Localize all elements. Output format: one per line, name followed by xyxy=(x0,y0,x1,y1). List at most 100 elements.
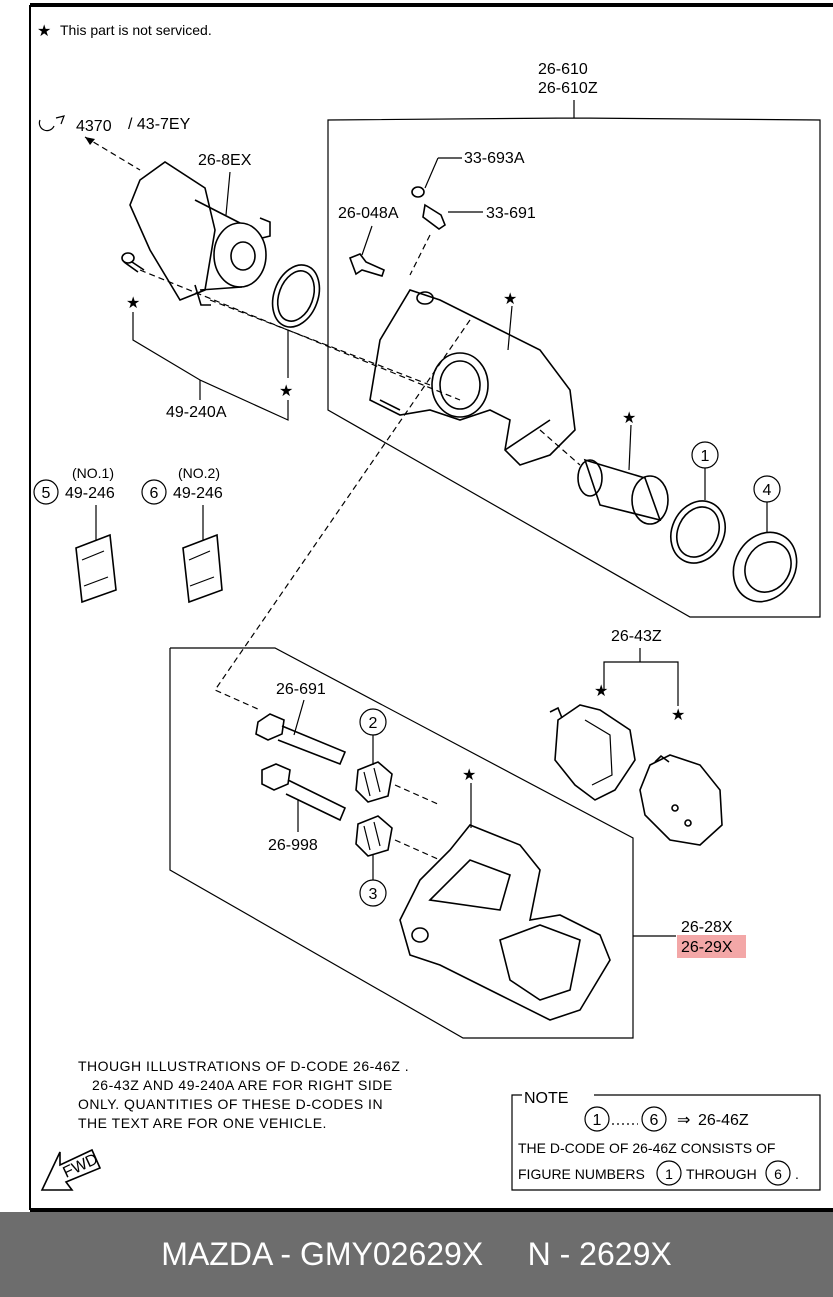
callout-5-number: 5 xyxy=(42,485,51,502)
star-icon: ★ xyxy=(462,767,476,784)
label-49-246-b: 49-246 xyxy=(173,485,223,502)
brake-motor-icon xyxy=(129,161,271,306)
ref-leader xyxy=(84,136,141,171)
ref-sub: / 43-7EY xyxy=(128,116,191,133)
align-line-4 xyxy=(214,319,471,711)
label-26-610: 26-610 xyxy=(538,61,588,78)
piston-icon xyxy=(577,458,669,525)
note-code: 26-46Z xyxy=(698,1112,749,1129)
label-49-246-a: 49-246 xyxy=(65,485,115,502)
ref-icon xyxy=(38,115,65,132)
guide-pin-lower-icon xyxy=(261,763,347,822)
note-body-n1: 1 xyxy=(665,1166,673,1182)
leader-caliper xyxy=(507,305,513,351)
note-body-2b: THROUGH xyxy=(686,1166,757,1182)
leader-33-693A-b xyxy=(424,157,439,189)
callout-1-number: 1 xyxy=(701,448,710,465)
footer-part-number: MAZDA - GMY02629X xyxy=(161,1236,484,1272)
guide-pin-upper-icon xyxy=(255,713,347,766)
leader-26-691 xyxy=(293,699,305,736)
label-26-28X: 26-28X xyxy=(681,919,733,936)
disclaimer-line-1: THOUGH ILLUSTRATIONS OF D-CODE 26-46Z . xyxy=(78,1058,409,1074)
piston-seal-icon xyxy=(670,500,726,564)
dust-boot-inner xyxy=(744,541,792,593)
o-ring-icon xyxy=(271,264,321,328)
caliper-bolt-icon xyxy=(348,253,385,277)
note-body-n6: 6 xyxy=(774,1166,782,1182)
label-26-29X: 26-29X xyxy=(681,939,733,956)
note-circle-from xyxy=(584,1106,610,1132)
align-line-3 xyxy=(409,234,431,276)
align-line-1 xyxy=(139,269,461,401)
footer-bar: MAZDA - GMY02629X N - 2629X xyxy=(0,1212,833,1297)
shim-no2-icon xyxy=(182,533,223,604)
note-box: NOTE 1 6 ⇒ 26-46Z THE D-CODE OF 26-46Z C… xyxy=(511,1090,821,1191)
callout-4-number: 4 xyxy=(763,482,772,499)
align-line-5 xyxy=(539,429,581,466)
note-body-2c: . xyxy=(795,1166,799,1182)
parts-diagram: ★ This part is not serviced. 4370 / 43-7… xyxy=(29,3,833,1212)
callout-5: 5 xyxy=(33,479,59,505)
label-26-691: 26-691 xyxy=(276,681,326,698)
note-body-circle-1 xyxy=(656,1160,682,1186)
note-range-to: 6 xyxy=(650,1112,659,1129)
dust-boot-icon xyxy=(732,531,798,603)
footer-reference: N - 2629X xyxy=(527,1236,672,1272)
label-33-691: 33-691 xyxy=(486,205,536,222)
note-body-1: THE D-CODE OF 26-46Z CONSISTS OF xyxy=(518,1140,775,1156)
brake-pad-inner-icon xyxy=(549,704,636,801)
leader-piston xyxy=(628,424,632,471)
caliper-body-icon xyxy=(369,289,576,466)
note-circle-to xyxy=(641,1106,667,1132)
o-ring-inner xyxy=(276,270,316,322)
callout-3-number: 3 xyxy=(369,886,378,903)
header-note: This part is not serviced. xyxy=(60,22,212,38)
callout-4: 4 xyxy=(753,475,781,503)
label-26-610Z: 26-610Z xyxy=(538,80,598,97)
callout-3: 3 xyxy=(359,879,387,907)
callout-6: 6 xyxy=(141,479,167,505)
leader-26-048A xyxy=(361,225,373,256)
note-range-from: 1 xyxy=(593,1112,602,1129)
label-26-998: 26-998 xyxy=(268,837,318,854)
label-no1: (NO.1) xyxy=(72,465,114,481)
caliper-support-icon xyxy=(399,824,611,1021)
star-icon: ★ xyxy=(671,707,685,724)
footer-spacer xyxy=(483,1236,527,1273)
label-26-43Z: 26-43Z xyxy=(611,628,662,645)
disclaimer-line-3: ONLY. QUANTITIES OF THESE D-CODES IN xyxy=(78,1096,383,1112)
label-26-048A: 26-048A xyxy=(338,205,399,222)
star-icon: ★ xyxy=(622,410,636,427)
bleeder-screw-icon xyxy=(422,203,446,230)
align-line-6 xyxy=(394,784,441,861)
brake-pad-outer-icon xyxy=(639,754,723,846)
callout-6-number: 6 xyxy=(150,485,159,502)
callout-2-number: 2 xyxy=(369,715,378,732)
bleeder-cap-icon xyxy=(411,186,425,198)
pin-boot-lower-icon xyxy=(355,815,393,857)
bracket-26-43Z xyxy=(603,661,679,706)
star-icon: ★ xyxy=(279,383,293,400)
note-body-circle-6 xyxy=(765,1160,791,1186)
ref-arrow-icon xyxy=(85,137,95,145)
callout-2: 2 xyxy=(359,708,387,736)
caliper-support-group-box xyxy=(169,647,634,1039)
highlight-box xyxy=(677,935,746,958)
label-no2: (NO.2) xyxy=(178,465,220,481)
motor-bolt-icon xyxy=(121,252,145,273)
note-title: NOTE xyxy=(524,1090,568,1107)
ref-main: 4370 xyxy=(76,118,112,135)
label-26-8EX: 26-8EX xyxy=(198,152,252,169)
label-49-240A: 49-240A xyxy=(166,404,227,421)
leader-26-8EX xyxy=(225,171,231,216)
piston-seal-inner xyxy=(676,506,720,558)
note-arrow: ⇒ xyxy=(677,1112,690,1129)
disclaimer-line-2: 26-43Z AND 49-240A ARE FOR RIGHT SIDE xyxy=(92,1077,393,1093)
star-icon: ★ xyxy=(126,295,140,312)
label-33-693A: 33-693A xyxy=(464,150,525,167)
star-icon: ★ xyxy=(594,683,608,700)
note-body-2a: FIGURE NUMBERS xyxy=(518,1166,645,1182)
star-icon: ★ xyxy=(37,23,51,40)
pin-boot-upper-icon xyxy=(355,761,393,803)
caliper-body-group-box xyxy=(327,100,821,618)
